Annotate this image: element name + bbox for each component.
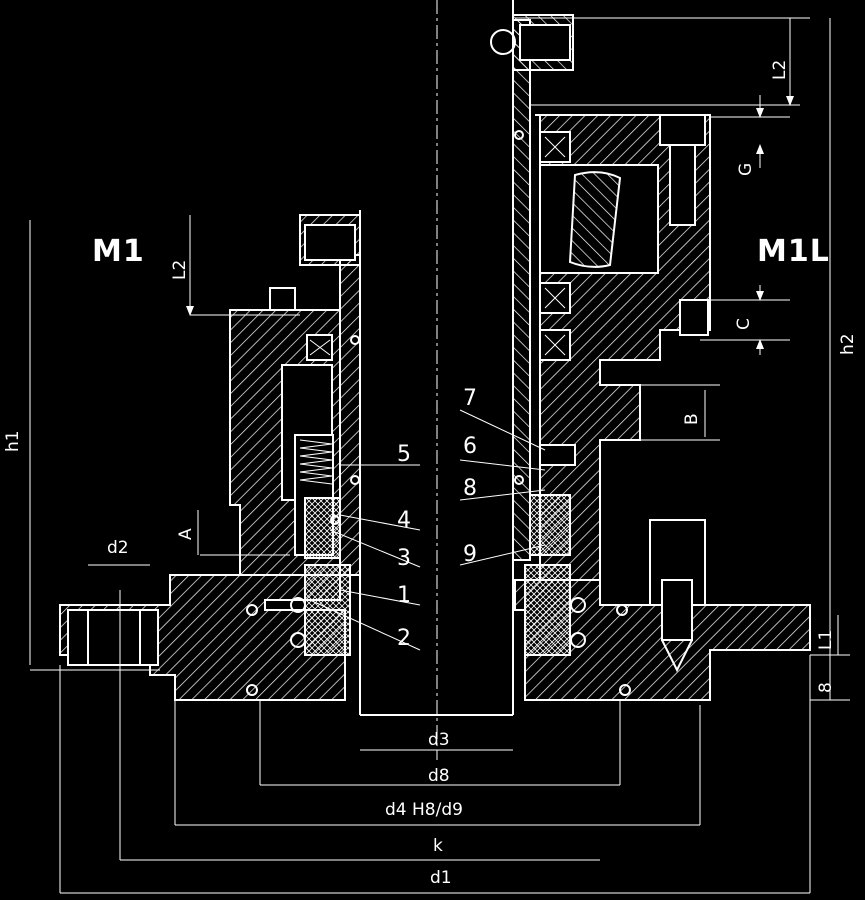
- seal-ring-left: [304, 564, 351, 656]
- dim-d1: d1: [430, 868, 452, 888]
- dim-h1: h1: [3, 430, 23, 452]
- part-2: 2: [397, 626, 411, 651]
- dim-d3: d3: [428, 730, 450, 750]
- gland-plate-right: [514, 519, 811, 701]
- dim-l2-left: L2: [170, 259, 190, 280]
- part-9: 9: [463, 542, 477, 567]
- dim-b: B: [682, 413, 702, 425]
- gland-plate-left: [59, 574, 346, 701]
- dim-d2: d2: [107, 538, 129, 558]
- sleeve-right: [490, 14, 574, 561]
- part-8: 8: [463, 476, 477, 501]
- dim-d8: d8: [428, 766, 450, 786]
- pin-right: [539, 444, 576, 466]
- seal-ring-right: [524, 564, 571, 656]
- bearing-housing-right: [535, 114, 711, 581]
- dim-k: k: [433, 836, 443, 856]
- part-5: 5: [397, 442, 411, 467]
- dim-h2: h2: [838, 333, 858, 355]
- part-7: 7: [463, 386, 477, 411]
- part-6: 6: [463, 434, 477, 459]
- dim-eight: 8: [816, 682, 836, 693]
- part-4: 4: [397, 508, 411, 533]
- part-1: 1: [397, 583, 411, 608]
- part-3: 3: [397, 546, 411, 571]
- housing-left: [229, 309, 341, 576]
- dim-a: A: [176, 528, 196, 540]
- title-m1l: M1L: [757, 234, 830, 269]
- dim-d4: d4 H8/d9: [385, 800, 463, 820]
- dim-c: C: [734, 318, 754, 330]
- orings-right: [514, 130, 631, 696]
- dim-g: G: [736, 162, 756, 176]
- dim-l2-right: L2: [770, 59, 790, 80]
- orings-left: [246, 335, 360, 696]
- dimension-lines: [29, 17, 850, 894]
- dim-l1: L1: [816, 629, 836, 650]
- spring-left: [299, 439, 333, 485]
- title-m1: M1: [92, 234, 145, 269]
- bellows-right: [529, 494, 571, 556]
- bellows-left: [304, 497, 341, 559]
